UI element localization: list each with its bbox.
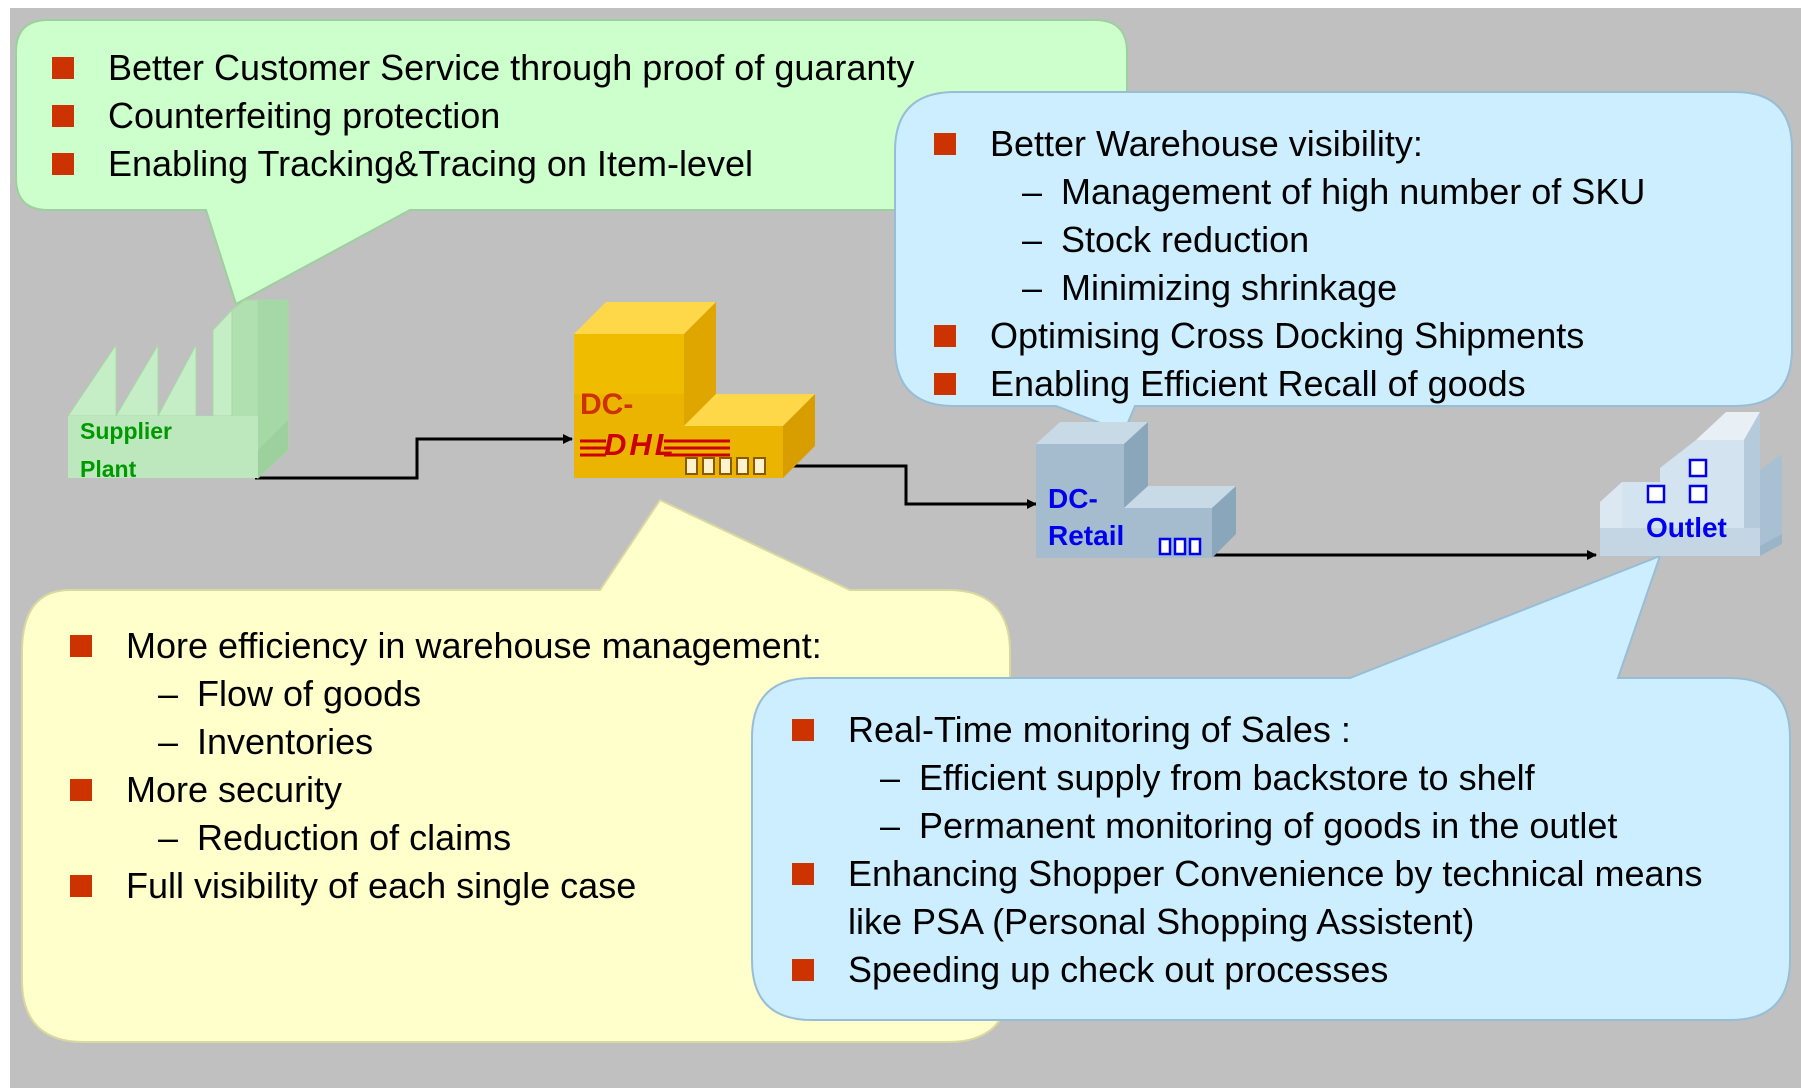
dc-retail-benefit-list: Better Warehouse visibility:Management o… bbox=[934, 120, 1774, 408]
sub-bullet-item: Management of high number of SKU bbox=[934, 168, 1774, 216]
outlet-benefit-list: Real-Time monitoring of Sales :Efficient… bbox=[792, 706, 1712, 994]
sub-bullet-item: Stock reduction bbox=[934, 216, 1774, 264]
dc-retail-icon bbox=[1036, 422, 1236, 558]
supplier-plant-label-1: Supplier bbox=[80, 418, 173, 444]
dc-retail-label-2: Retail bbox=[1048, 520, 1125, 551]
bullet-item: Optimising Cross Docking Shipments bbox=[934, 312, 1774, 360]
bullet-item: Enabling Efficient Recall of goods bbox=[934, 360, 1774, 408]
arrow-supplier-to-dhl bbox=[255, 434, 573, 480]
dc-retail-dock-doors bbox=[1158, 537, 1202, 556]
sub-bullet-item: Efficient supply from backstore to shelf bbox=[792, 754, 1712, 802]
dc-dhl-callout: More efficiency in warehouse management:… bbox=[70, 622, 822, 910]
outlet-windows bbox=[1646, 458, 1708, 504]
sub-bullet-item: Inventories bbox=[70, 718, 770, 766]
flow-arrows bbox=[255, 434, 1597, 560]
sub-bullet-item: Reduction of claims bbox=[70, 814, 770, 862]
sub-bullet-item: Flow of goods bbox=[70, 670, 770, 718]
bullet-item: Better Customer Service through proof of… bbox=[52, 44, 1112, 92]
bullet-item: Enhancing Shopper Convenience by technic… bbox=[792, 850, 1712, 946]
dhl-logo-stripes bbox=[580, 439, 730, 457]
outlet-callout: Real-Time monitoring of Sales :Efficient… bbox=[792, 706, 1712, 994]
dhl-dock-doors bbox=[685, 457, 766, 475]
outlet-icon bbox=[1600, 412, 1782, 556]
sub-bullet-item: Permanent monitoring of goods in the out… bbox=[792, 802, 1712, 850]
supplier-callout: Better Customer Service through proof of… bbox=[52, 44, 1112, 188]
supplier-plant-label-2: Plant bbox=[80, 456, 137, 482]
dc-retail-label-1: DC- bbox=[1048, 483, 1098, 514]
dhl-logo-text: DHL bbox=[604, 427, 677, 462]
bullet-item: Better Warehouse visibility: bbox=[934, 120, 1774, 168]
bullet-item: More efficiency in warehouse management: bbox=[70, 622, 822, 670]
bullet-item: Counterfeiting protection bbox=[52, 92, 1112, 140]
sub-bullet-item: Minimizing shrinkage bbox=[934, 264, 1774, 312]
bullet-item: More security bbox=[70, 766, 770, 814]
dhl-benefit-list: More efficiency in warehouse management:… bbox=[70, 622, 822, 910]
bullet-item: Real-Time monitoring of Sales : bbox=[792, 706, 1712, 754]
supplier-callout-shape bbox=[15, 19, 1128, 306]
bullet-item: Full visibility of each single case bbox=[70, 862, 770, 910]
dhl-dc-icon bbox=[574, 302, 815, 478]
supplier-benefit-list: Better Customer Service through proof of… bbox=[52, 44, 1112, 188]
bullet-item: Enabling Tracking&Tracing on Item-level bbox=[52, 140, 1112, 188]
outlet-label: Outlet bbox=[1646, 512, 1727, 543]
dc-retail-callout: Better Warehouse visibility:Management o… bbox=[934, 120, 1774, 408]
bullet-item: Speeding up check out processes bbox=[792, 946, 1712, 994]
dc-dhl-label: DC- bbox=[580, 388, 634, 421]
supplier-plant-icon bbox=[67, 299, 289, 480]
arrow-dhl-to-retail bbox=[778, 464, 1037, 509]
